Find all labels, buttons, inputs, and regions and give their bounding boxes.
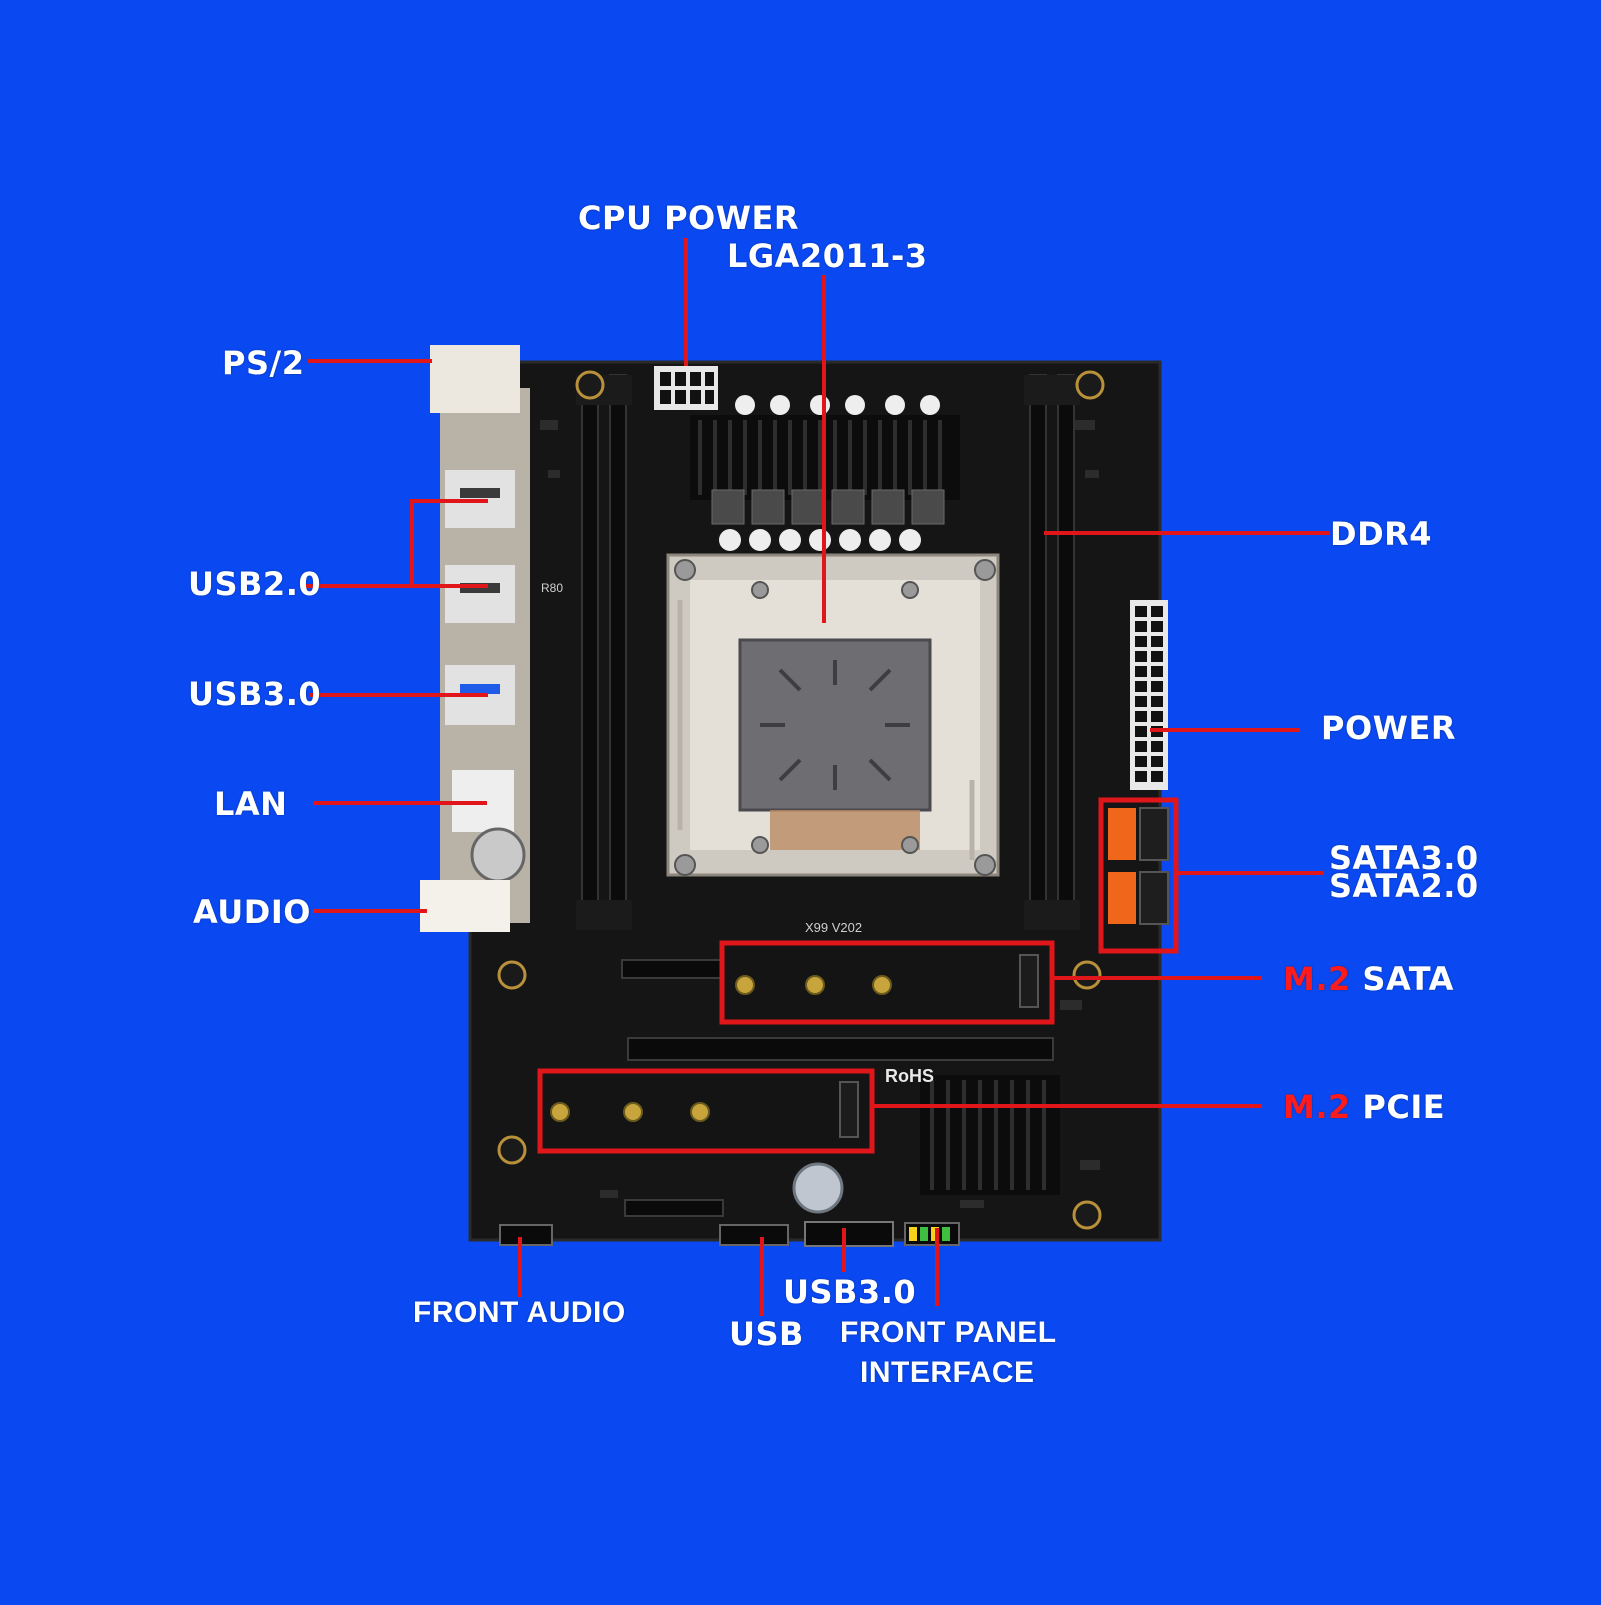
dimm-slots-right — [1024, 374, 1080, 930]
cpu-power-connector — [654, 366, 718, 410]
m2-pcie-highlight-box — [537, 1068, 875, 1154]
buzzer — [792, 1162, 844, 1214]
pcie-x4-slot — [621, 959, 723, 979]
usb20-leader — [305, 499, 488, 588]
sata-ports — [1108, 807, 1169, 925]
usb-header — [719, 1224, 789, 1246]
inductor-marking: R80 — [541, 581, 563, 595]
label-m2-pcie: M.2 PCIE — [1283, 1091, 1445, 1123]
usb30-header — [804, 1221, 894, 1247]
chipset-heatsink — [920, 1075, 1060, 1195]
atx-power-connector — [1130, 600, 1168, 790]
label-sata20: SATA2.0 — [1329, 867, 1479, 905]
cpu-socket — [666, 553, 1000, 877]
label-usb30-header: USB3.0 — [783, 1273, 917, 1311]
label-sata30: SATA3.0 — [1329, 839, 1479, 877]
pcie-x16-slot — [627, 1037, 1054, 1061]
label-m2-sata-prefix: M.2 — [1283, 960, 1351, 998]
usb20-port-lower — [445, 565, 515, 623]
label-lan: LAN — [214, 785, 288, 823]
label-usb-header: USB — [729, 1315, 804, 1353]
audio-jacks — [420, 880, 510, 932]
label-cpu-power: CPU POWER — [578, 199, 800, 237]
cmos-battery — [470, 827, 526, 883]
m2-pcie-slot — [544, 1076, 869, 1148]
label-m2-pcie-prefix: M.2 — [1283, 1088, 1351, 1126]
leader-lines — [305, 238, 1330, 1316]
board-model-marking: X99 V202 — [805, 920, 862, 935]
label-usb20: USB2.0 — [188, 565, 322, 603]
label-ps2: PS/2 — [222, 344, 305, 382]
rohs-marking: RoHS — [885, 1066, 934, 1086]
front-audio-header — [499, 1224, 553, 1246]
m2-sata-highlight-box — [719, 940, 1055, 1025]
label-m2-sata: M.2 SATA — [1283, 963, 1454, 995]
m2-sata-slot — [726, 948, 1050, 1020]
sata-highlight-box — [1098, 797, 1179, 954]
label-m2-pcie-suffix: PCIE — [1362, 1088, 1446, 1126]
mounting-holes — [497, 370, 1105, 1230]
vrm-chokes — [711, 395, 945, 551]
highlight-boxes — [537, 797, 1179, 1154]
dimm-slots-left — [576, 374, 632, 930]
label-audio: AUDIO — [193, 893, 311, 931]
label-usb30-rear: USB3.0 — [188, 675, 322, 713]
label-power: POWER — [1321, 709, 1456, 747]
pcie-x1-slot — [624, 1199, 724, 1217]
label-cpu-socket: LGA2011-3 — [727, 237, 928, 275]
label-front-panel-line2: INTERFACE — [860, 1356, 1035, 1389]
label-front-audio: FRONT AUDIO — [413, 1296, 626, 1329]
ps2-port — [430, 345, 520, 413]
label-front-panel-line1: FRONT PANEL — [840, 1316, 1057, 1349]
label-ddr4: DDR4 — [1330, 515, 1433, 553]
label-m2-sata-suffix: SATA — [1362, 960, 1454, 998]
front-panel-header — [904, 1222, 960, 1246]
